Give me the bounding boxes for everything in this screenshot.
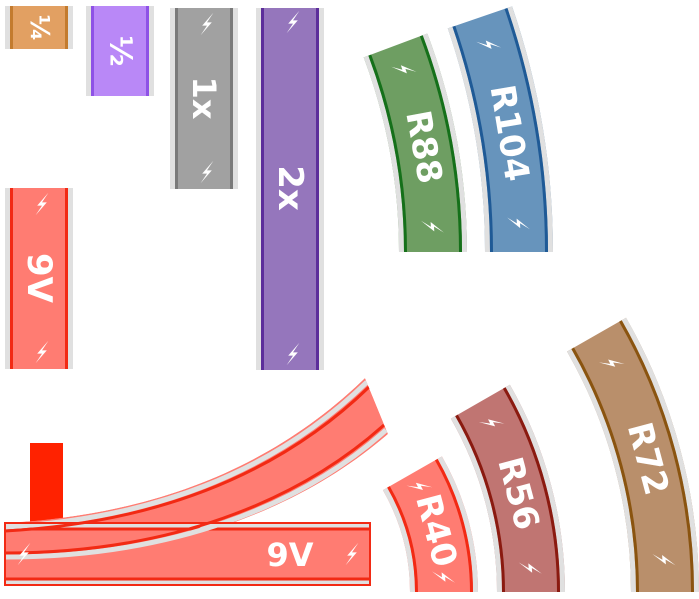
- track-9v-switch[interactable]: 9V: [4, 378, 388, 586]
- track-label: 9V: [266, 536, 313, 574]
- switch-lever[interactable]: [30, 443, 63, 525]
- track-half-straight[interactable]: ½: [86, 6, 154, 96]
- track-1x-straight[interactable]: 1x: [170, 8, 238, 189]
- track-r104-curve[interactable]: R104: [447, 6, 554, 253]
- track-r88-curve[interactable]: R88: [363, 33, 467, 253]
- track-label: ¼: [24, 15, 54, 42]
- track-quarter-straight[interactable]: ¼: [5, 6, 73, 49]
- track-r56-curve[interactable]: R56: [450, 384, 565, 593]
- track-r72-curve[interactable]: R72: [567, 317, 699, 593]
- track-r40-curve[interactable]: R40: [382, 456, 478, 593]
- track-label: 2x: [270, 165, 310, 211]
- track-label: 1x: [185, 77, 223, 120]
- track-label: ½: [103, 35, 138, 66]
- track-9v-straight[interactable]: 9V: [5, 188, 73, 369]
- track-label: 9V: [19, 253, 59, 304]
- track-2x-straight[interactable]: 2x: [256, 8, 324, 370]
